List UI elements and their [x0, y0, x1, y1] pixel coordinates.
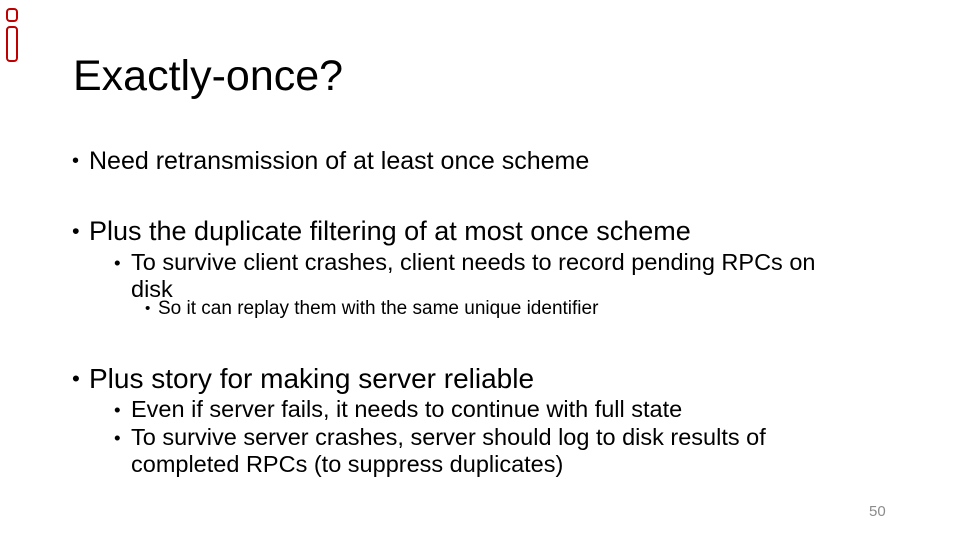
- bullet-dot: •: [114, 252, 121, 273]
- bullet-text: Plus story for making server reliable: [89, 363, 535, 394]
- bullet-text: To survive client crashes, client needs …: [131, 249, 816, 302]
- page-number: 50: [869, 503, 886, 520]
- bullet-item-level2: • To survive server crashes, server shou…: [114, 424, 821, 478]
- bullet-item-level2: • To survive client crashes, client need…: [114, 249, 831, 303]
- bullet-text: So it can replay them with the same uniq…: [158, 298, 599, 319]
- bullet-text: To survive server crashes, server should…: [131, 424, 766, 477]
- bullet-item-level1: • Plus story for making server reliable: [72, 362, 534, 395]
- bullet-dot: •: [145, 300, 151, 317]
- bullet-dot: •: [72, 366, 80, 391]
- bullet-item-level2: • Even if server fails, it needs to cont…: [114, 396, 682, 423]
- bullet-item-level1: • Need retransmission of at least once s…: [72, 146, 589, 176]
- red-accent-mark-large: [6, 26, 18, 62]
- bullet-text: Even if server fails, it needs to contin…: [131, 396, 683, 422]
- bullet-text: Plus the duplicate filtering of at most …: [89, 216, 691, 246]
- bullet-dot: •: [72, 218, 80, 243]
- bullet-item-level3: • So it can replay them with the same un…: [145, 297, 598, 320]
- bullet-dot: •: [72, 150, 80, 172]
- bullet-text: Need retransmission of at least once sch…: [89, 147, 590, 175]
- red-accent-mark-small: [6, 8, 18, 22]
- bullet-dot: •: [114, 399, 121, 420]
- bullet-dot: •: [114, 427, 121, 448]
- bullet-item-level1: • Plus the duplicate filtering of at mos…: [72, 215, 691, 247]
- slide-title: Exactly-once?: [73, 52, 344, 100]
